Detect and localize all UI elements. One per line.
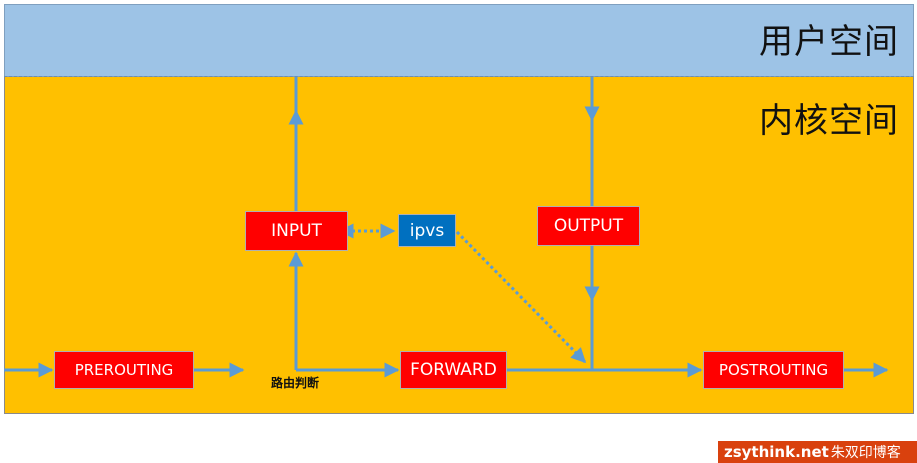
watermark-domain: zsythink.net xyxy=(724,443,829,461)
prerouting-chain-box: PREROUTING xyxy=(54,351,194,389)
space-divider xyxy=(4,76,914,77)
dotted-ipvs-to-postrouting xyxy=(455,230,587,364)
forward-chain-box: FORWARD xyxy=(400,351,507,389)
postrouting-chain-box: POSTROUTING xyxy=(703,351,844,389)
user-space-region xyxy=(4,4,914,77)
input-chain-box: INPUT xyxy=(245,211,348,251)
kernel-space-label: 内核空间 xyxy=(759,101,899,141)
user-space-label: 用户空间 xyxy=(759,22,899,62)
ipvs-box: ipvs xyxy=(398,214,456,247)
watermark-blog-name: 朱双印博客 xyxy=(830,445,901,461)
output-chain-box: OUTPUT xyxy=(537,206,640,246)
routing-decision-label: 路由判断 xyxy=(271,376,320,390)
watermark: zsythink.net 朱双印博客 xyxy=(718,441,917,463)
